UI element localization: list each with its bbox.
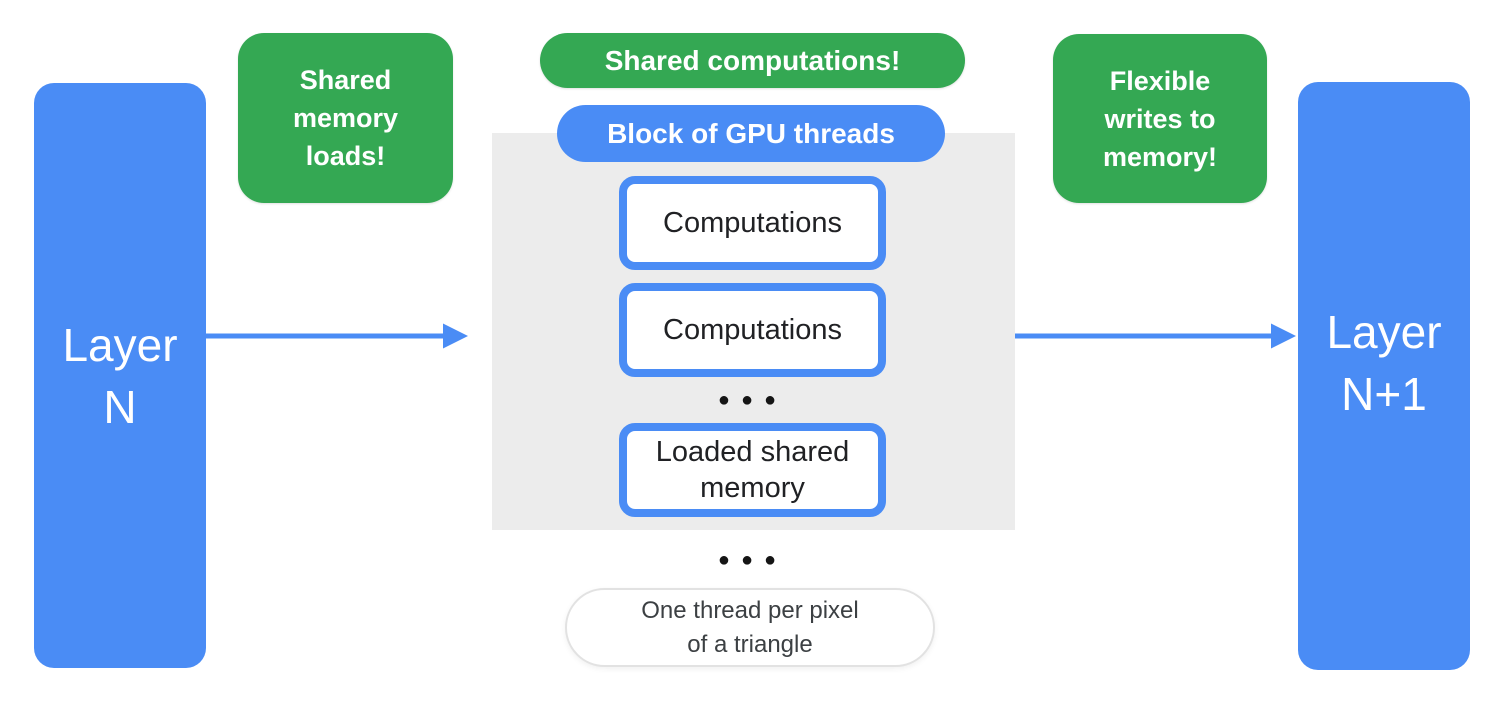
arrow-head-icon [1271,323,1296,349]
arrow-layer-n-to-block [206,323,468,349]
layer-n-box: Layer N [34,83,206,668]
computations-box-2: Computations [619,283,886,377]
block-header-pill: Block of GPU threads [557,105,945,162]
shared-computations-callout: Shared computations! [540,33,965,88]
layer-n-plus-1-box: Layer N+1 [1298,82,1470,670]
flexible-writes-callout: Flexible writes to memory! [1053,34,1267,203]
arrow-head-icon [443,323,468,349]
loaded-shared-memory-box: Loaded shared memory [619,423,886,517]
arrow-block-to-layer-n1 [1015,323,1296,349]
shared-memory-loads-callout: Shared memory loads! [238,33,453,203]
ellipsis-icon: ●●● [717,549,788,571]
computations-box-1: Computations [619,176,886,270]
thread-note-pill: One thread per pixel of a triangle [565,588,935,667]
ellipsis-icon: ●●● [717,389,788,411]
